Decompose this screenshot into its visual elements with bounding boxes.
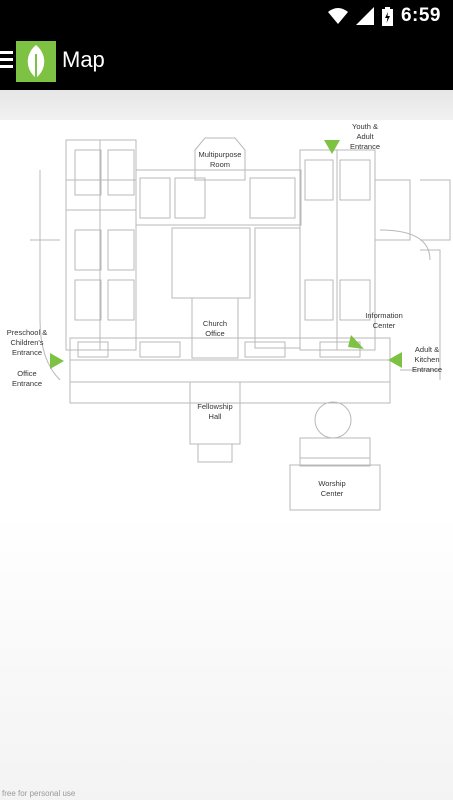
label-worship-center: Worship Center [318, 479, 346, 498]
label-information-center: Information Center [365, 311, 403, 330]
campus-map[interactable]: Youth & Adult Entrance Multipurpose Room… [0, 120, 453, 515]
status-bar: 6:59 [0, 0, 453, 33]
status-time: 6:59 [400, 5, 441, 26]
label-youth-adult-entrance: Youth & Adult Entrance [349, 122, 381, 151]
menu-icon[interactable] [0, 51, 14, 71]
label-adult-kitchen-entrance: Adult & Kitchen Entrance [411, 345, 443, 374]
label-office-entrance: Office Entrance [11, 369, 43, 388]
app-bar: Map [0, 33, 453, 90]
preschool-entrance-marker[interactable] [50, 353, 64, 369]
signal-icon [355, 7, 374, 25]
floor-plan [30, 137, 451, 511]
label-church-office: Church Office [202, 319, 228, 338]
information-center-marker[interactable] [348, 335, 364, 349]
youth-entrance-marker[interactable] [324, 140, 340, 154]
adult-kitchen-entrance-marker[interactable] [388, 352, 402, 368]
page-title: Map [62, 47, 105, 72]
app-logo[interactable] [16, 41, 56, 82]
wifi-icon [327, 8, 348, 24]
battery-icon [381, 6, 393, 26]
label-multipurpose-room: Multipurpose Room [198, 150, 242, 169]
map-top-shade [0, 90, 453, 120]
label-fellowship-hall: Fellowship Hall [197, 402, 233, 421]
bottom-area [0, 515, 453, 800]
watermark: free for personal use [2, 789, 76, 798]
label-preschool-childrens-entrance: Preschool & Children's Entrance [6, 328, 48, 357]
